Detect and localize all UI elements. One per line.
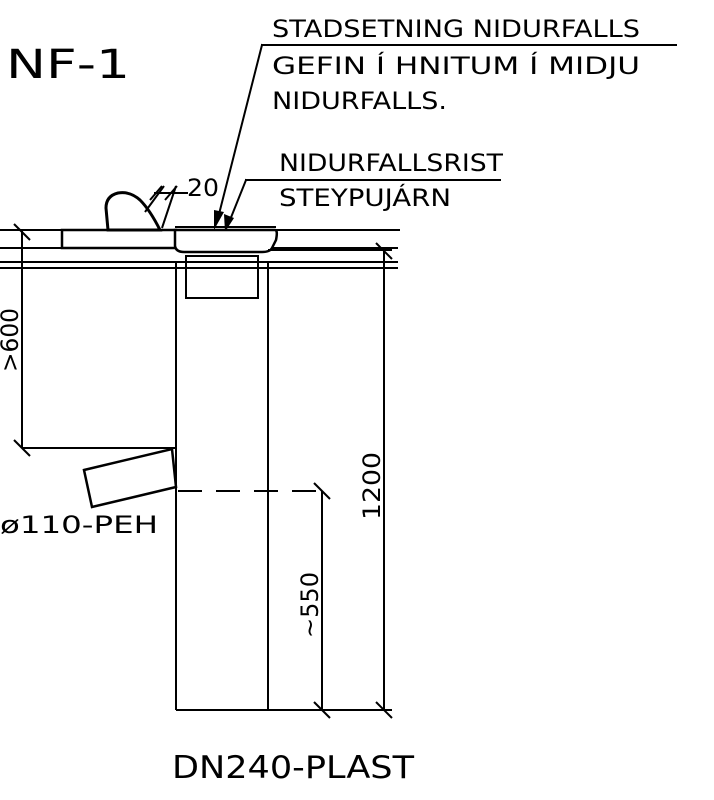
outlet-pipe: ø110-PEH bbox=[0, 447, 322, 539]
grate-body bbox=[173, 228, 279, 254]
curb-base bbox=[60, 228, 178, 250]
dim-20-extension-1 bbox=[144, 185, 165, 213]
curb-profile bbox=[104, 191, 163, 232]
grate-note-line-1: NIDURFALLSRIST bbox=[279, 149, 503, 177]
dim-20-tick-2 bbox=[164, 185, 178, 201]
curb-stone bbox=[60, 191, 178, 250]
dim-600-tick-top bbox=[13, 223, 31, 241]
excavation-pit bbox=[21, 268, 177, 449]
dim-550-tick-top bbox=[313, 482, 331, 500]
dim-600-label: >600 bbox=[0, 308, 24, 372]
shaft-label: DN240-PLAST bbox=[172, 750, 415, 786]
dim-1200-tick-top bbox=[375, 242, 393, 260]
grate-note: NIDURFALLSRIST STEYPUJÁRN bbox=[224, 149, 503, 232]
location-note: STADSETNING NIDURFALLS GEFIN Í HNITUM Í … bbox=[214, 15, 677, 230]
location-note-line-3: NIDURFALLS. bbox=[272, 87, 447, 115]
grate-note-line-2: STEYPUJÁRN bbox=[279, 183, 451, 212]
location-note-line-2: GEFIN Í HNITUM Í MIDJU bbox=[272, 51, 640, 80]
outlet-pipe-body bbox=[82, 447, 178, 509]
dim-550-label: ~550 bbox=[296, 572, 324, 638]
dimension-top: 20 bbox=[144, 174, 219, 229]
location-note-line-1: STADSETNING NIDURFALLS bbox=[272, 15, 640, 43]
dim-1200-label: 1200 bbox=[358, 452, 386, 520]
dim-550-tick-bottom bbox=[313, 701, 331, 719]
location-leader bbox=[216, 43, 264, 220]
shaft-collar bbox=[185, 255, 259, 299]
detail-title: NF-1 bbox=[6, 42, 130, 88]
dimension-depth-min: >600 bbox=[0, 223, 31, 457]
drain-shaft bbox=[175, 255, 269, 711]
dimension-shaft-height: 1200 bbox=[268, 242, 393, 719]
pipe-label: ø110-PEH bbox=[0, 511, 158, 539]
location-leader-arrow bbox=[214, 210, 224, 230]
dim-600-tick-bottom bbox=[13, 439, 31, 457]
dim-20-tick-1 bbox=[149, 185, 163, 201]
dim-20-label: 20 bbox=[187, 174, 219, 202]
drain-grate bbox=[173, 226, 279, 254]
dimension-outlet-depth: ~550 bbox=[296, 482, 331, 719]
